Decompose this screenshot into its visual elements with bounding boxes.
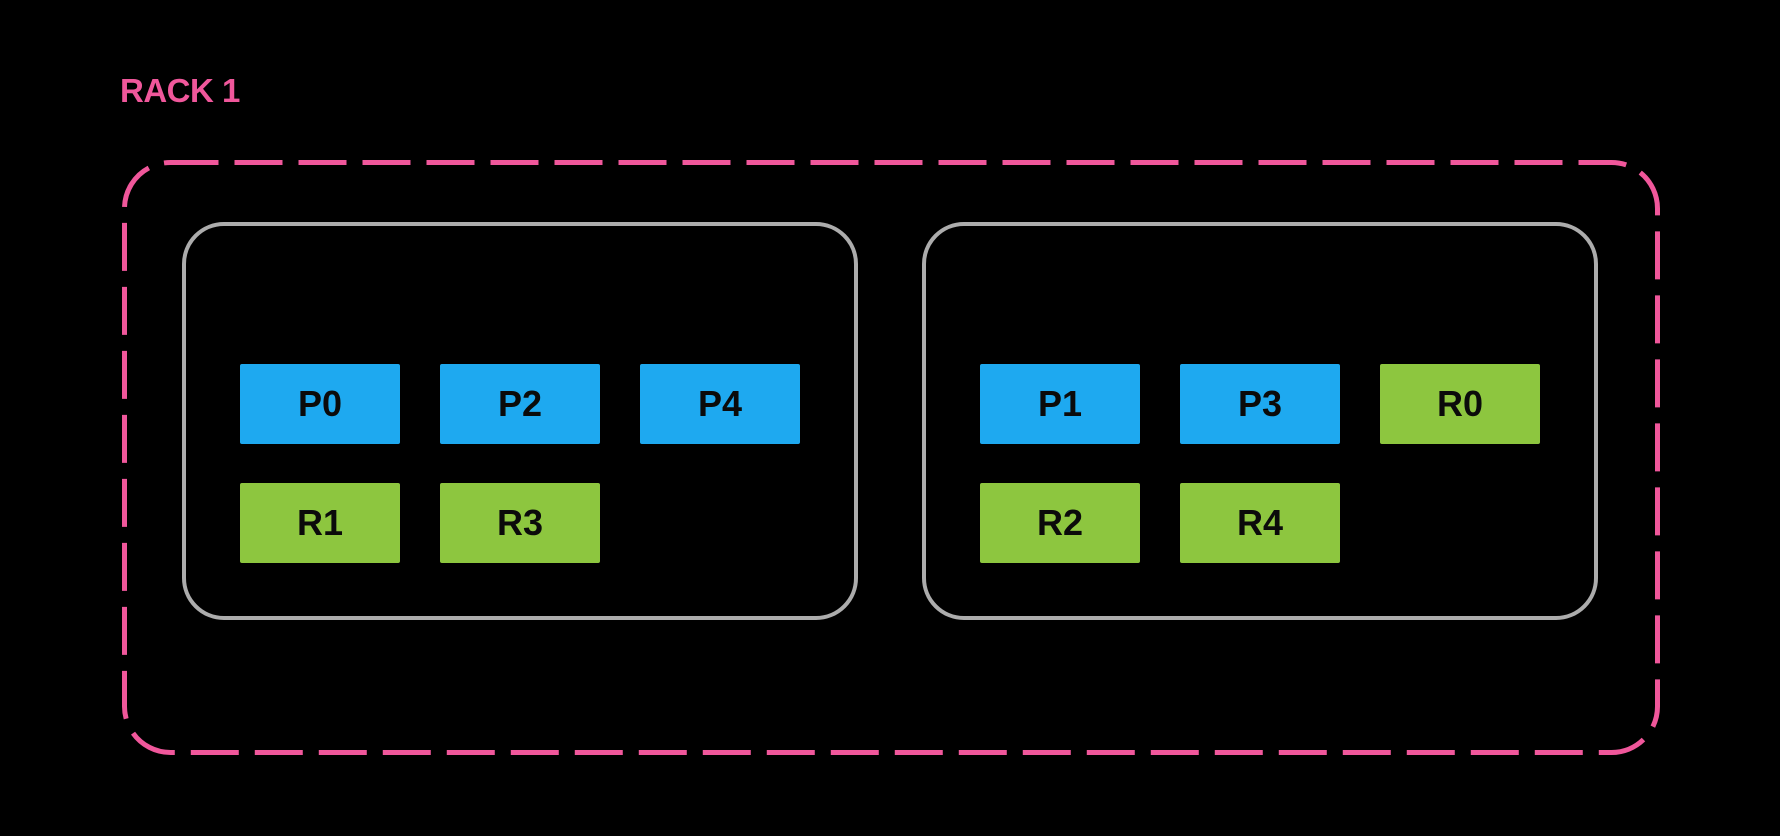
slot-r0: R0 — [1380, 364, 1540, 444]
slot-r3: R3 — [440, 483, 600, 563]
slot-p1: P1 — [980, 364, 1140, 444]
slot-p3: P3 — [1180, 364, 1340, 444]
slot-r1: R1 — [240, 483, 400, 563]
node-2-container: P1 P3 R0 R2 R4 — [922, 222, 1598, 620]
node-1-container: P0 P2 P4 R1 R3 — [182, 222, 858, 620]
slot-p2: P2 — [440, 364, 600, 444]
slot-p0: P0 — [240, 364, 400, 444]
slot-r4: R4 — [1180, 483, 1340, 563]
rack-title: RACK 1 — [120, 72, 240, 109]
slot-p4: P4 — [640, 364, 800, 444]
slot-r2: R2 — [980, 483, 1140, 563]
